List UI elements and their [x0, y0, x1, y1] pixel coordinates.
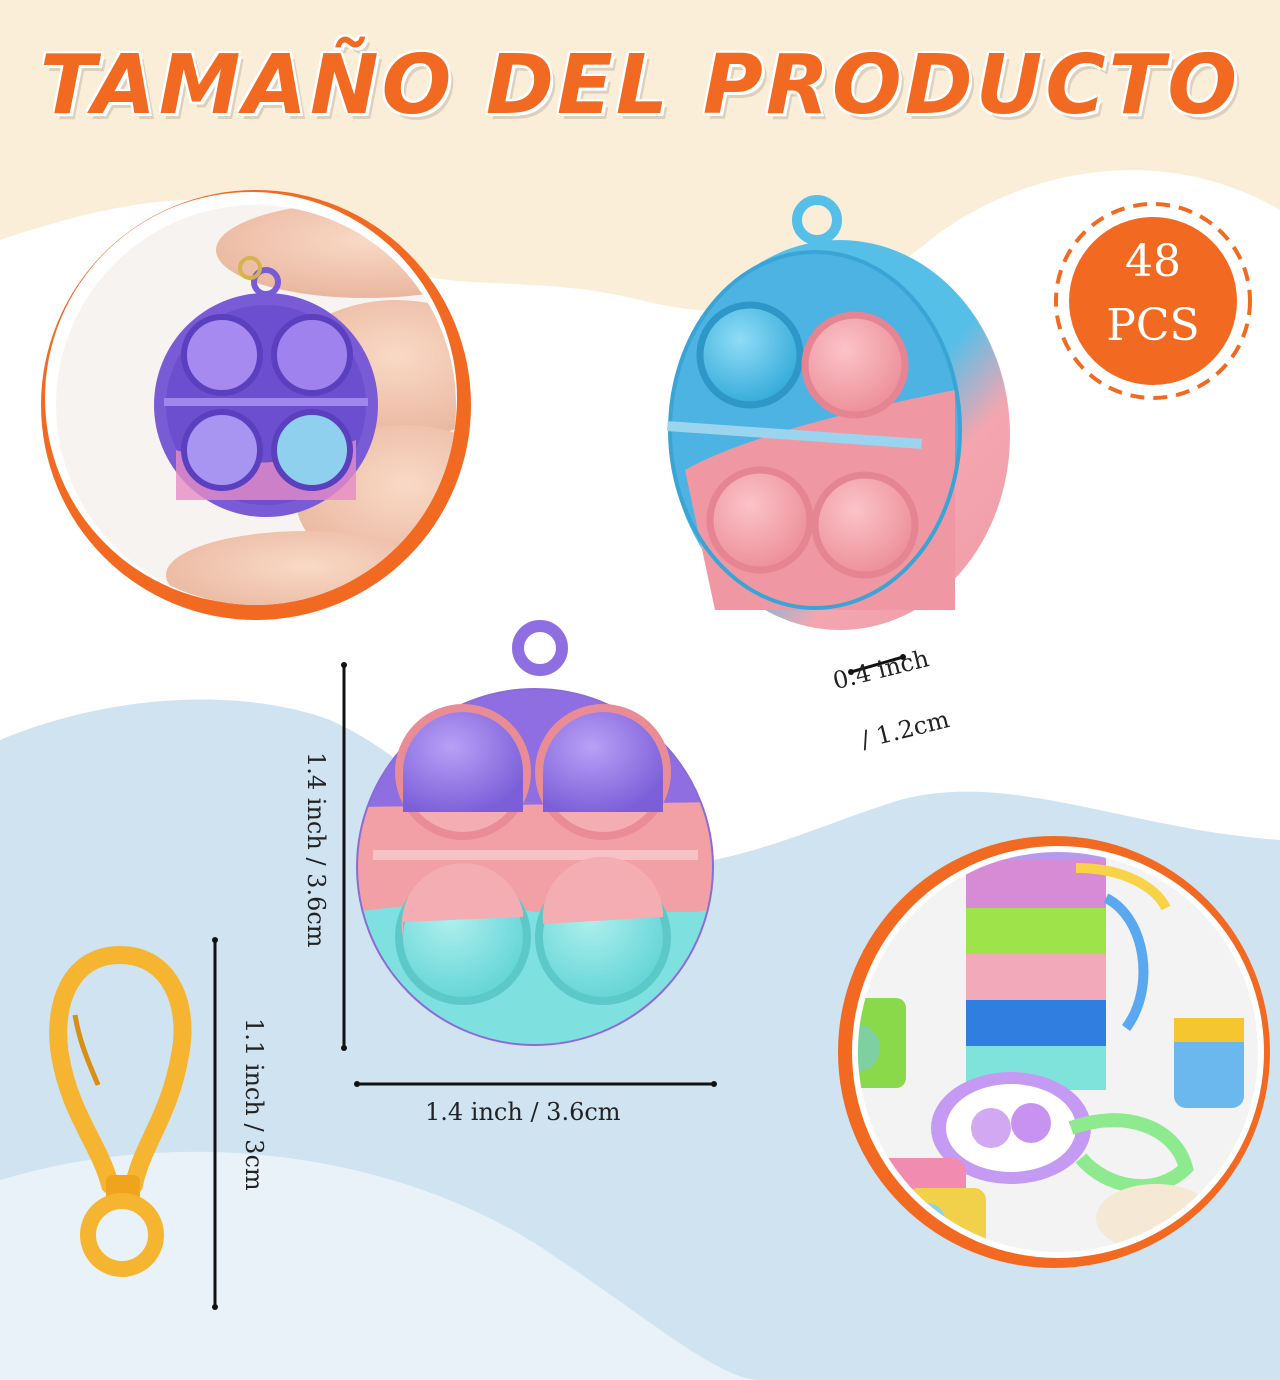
- page-title: TAMAÑO DEL PRODUCTO: [39, 38, 1241, 133]
- height-label: 1.4 inch / 3.6cm: [302, 752, 330, 948]
- clip-label: 1.1 inch / 3cm: [240, 1018, 268, 1191]
- badge-count: 48: [1125, 236, 1181, 287]
- width-label: 1.4 inch / 3.6cm: [425, 1098, 621, 1126]
- badge-unit: PCS: [1106, 300, 1200, 351]
- width-dimension-line: [354, 1081, 717, 1087]
- height-dimension-line: [341, 662, 347, 1051]
- purple-pink-teal-fidget-keychain: [356, 620, 714, 1046]
- yellow-plastic-clip: [49, 946, 192, 1277]
- depth-dimension-line: [848, 654, 906, 675]
- clip-dimension-line: [212, 937, 218, 1310]
- hand-holding-fidget-photo: [41, 190, 471, 620]
- stacked-fidget-keychains-photo: [838, 836, 1270, 1268]
- badge-circle: [1054, 202, 1252, 400]
- blue-pink-fidget-keychain: [666, 195, 1010, 630]
